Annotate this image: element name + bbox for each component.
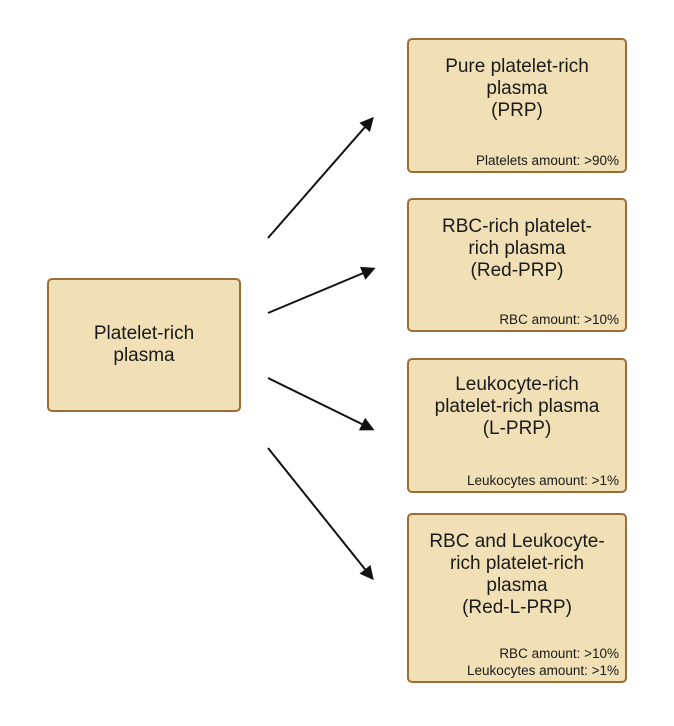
title-line: plasma	[486, 78, 548, 99]
note-line: Platelets amount: >90%	[476, 153, 619, 168]
title-line: platelet-rich plasma	[434, 396, 600, 417]
target-notes: Leukocytes amount: >1%	[467, 472, 619, 489]
note-line: Leukocytes amount: >1%	[467, 663, 619, 678]
target-notes: Platelets amount: >90%	[476, 152, 619, 169]
note-line: RBC amount: >10%	[499, 646, 619, 661]
arrow-to-l-prp	[267, 377, 375, 431]
arrow-to-red-prp	[267, 266, 376, 314]
title-line: plasma	[486, 575, 548, 596]
target-notes: RBC amount: >10%	[499, 311, 619, 328]
target-notes: RBC amount: >10% Leukocytes amount: >1%	[467, 645, 619, 679]
note-line: RBC amount: >10%	[499, 312, 619, 327]
arrow-to-red-l-prp	[267, 447, 374, 581]
title-line: Pure platelet-rich	[445, 56, 589, 77]
target-title: RBC-rich platelet-rich plasma(Red-PRP)	[409, 216, 625, 282]
note-line: Leukocytes amount: >1%	[467, 473, 619, 488]
title-line: (L-PRP)	[482, 418, 552, 439]
title-line: (PRP)	[491, 100, 543, 121]
arrow-to-pure-prp	[267, 116, 374, 239]
title-line: (Red-PRP)	[470, 260, 564, 281]
title-line: rich platelet-rich	[449, 553, 585, 574]
title-line: RBC-rich platelet-	[442, 216, 592, 237]
title-line: rich plasma	[468, 238, 566, 259]
title-line: (Red-L-PRP)	[462, 597, 572, 618]
title-line: Leukocyte-rich	[455, 374, 579, 395]
target-box-red-prp: RBC-rich platelet-rich plasma(Red-PRP)RB…	[407, 198, 627, 332]
title-line: RBC and Leukocyte-	[429, 531, 605, 552]
